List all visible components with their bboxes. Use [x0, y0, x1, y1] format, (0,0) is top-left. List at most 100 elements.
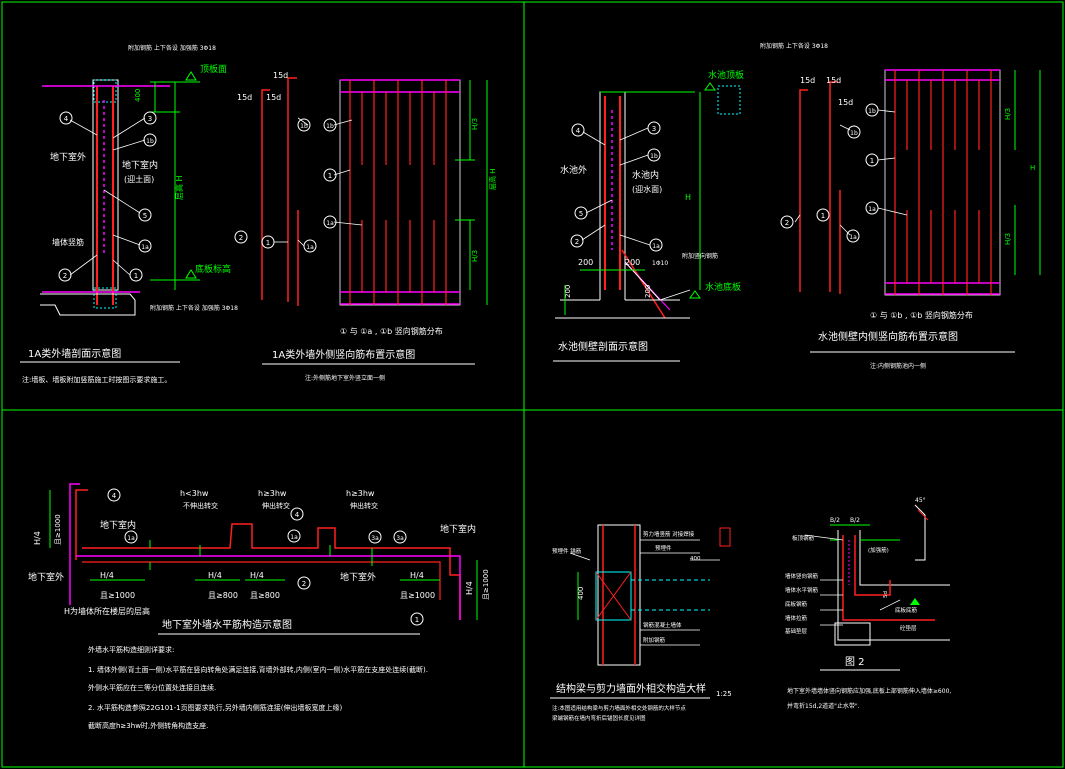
leaders: [804, 534, 901, 626]
leaders: [581, 127, 691, 301]
title: 1A类外墙外侧竖向筋布置示意图: [272, 348, 415, 361]
label-15d-2: 15d: [826, 76, 841, 85]
callouts: 4 3 1b 5 1a 2 1: [58, 111, 157, 282]
bottom-hatch: [93, 287, 117, 309]
panel-beam-wall-detail: 400 剪力墙竖筋 对接焊接 预埋件 预埋件 锚筋 400 钢筋混凝土墙体 附加…: [550, 524, 732, 722]
footing: [834, 622, 871, 646]
bar-2: [799, 89, 808, 292]
note: 注:墙板、墙板附加竖筋施工时按图示要求施工。: [22, 375, 171, 384]
ge1000-a: 且≥1000: [100, 591, 135, 600]
callout-1-b: 1: [870, 157, 874, 165]
callout-1b-a: 1b: [300, 123, 308, 130]
callout-5: 5: [143, 212, 147, 220]
embed-plate: [595, 571, 632, 621]
callouts: 1b 1 2 1a 1b 1 1a: [234, 118, 337, 253]
panel-pool-wall-section: 4 3 1b 5 2 1a 附加钢筋 上下各设 3Φ18 水池顶板 水池外 水池…: [553, 42, 828, 362]
label-1: 预埋件: [655, 544, 672, 552]
callout-1a-b: 1a: [868, 206, 876, 213]
dim-h-label: H: [1030, 164, 1035, 172]
callout-1a-b: 1a: [326, 220, 334, 227]
title: 水池侧壁剖面示意图: [558, 340, 648, 353]
callout-1b-a: 1b: [850, 130, 858, 137]
h-lt-sub: 不伸出转交: [183, 501, 218, 510]
callout-1a: 1a: [141, 244, 149, 251]
panel-horizontal-rebar: 4 1a 4 1a 2 3a 3a 1 h<3hw 不伸出转交 h≥3hw 伸出…: [28, 483, 490, 730]
callout-1-a: 1: [821, 212, 825, 220]
outside-label-2: 地下室外: [340, 571, 376, 583]
ge800-c: 且≥800: [250, 591, 280, 600]
title: 图 2: [845, 656, 865, 668]
title: 水池侧壁内侧竖向筋布置示意图: [818, 330, 958, 343]
rebar-l: [842, 535, 935, 621]
label-15d-1: 15d: [237, 93, 252, 102]
callouts: 1b 1 2 1a 1b 1 1a: [780, 103, 879, 243]
ge1000-right: 且≥1000: [482, 569, 490, 600]
label-5: 附加钢筋: [643, 636, 666, 644]
bottom-slab-outline: [40, 293, 136, 316]
bar-1b-outer: [287, 77, 297, 302]
panel-vertical-rebar-1a: 1b 1 2 1a 1b 1 1a 15d 15d 15d 层高 H H/3 H…: [234, 71, 497, 382]
top-floor-label: 水池顶板: [708, 69, 744, 81]
requirement-2: 2. 水平筋构造参照22G101-1页图要求执行,另外墙内侧筋连接(伸出墙板宽度…: [88, 703, 343, 712]
dim-400: 400: [134, 89, 142, 102]
callout-1-a: 1: [266, 239, 270, 247]
inside-label: 水池内: [632, 169, 659, 181]
callout-1b-b: 1b: [868, 108, 876, 115]
h-ge2-sub: 伸出转交: [350, 501, 378, 510]
label-4: 钢筋混凝土墙体: [643, 621, 682, 629]
label-2: 墙体竖向钢筋: [785, 572, 819, 580]
dim-h3-label-b: H/3: [471, 250, 479, 262]
inside-sub-label: (迎土面): [124, 174, 154, 184]
dim-h-label: H: [685, 193, 691, 202]
bar-1b: [829, 81, 838, 292]
leaders: [274, 117, 363, 247]
requirement-2b: 截断高度h≥3hw时,外侧转角构造支座.: [88, 721, 208, 730]
dim-45: 45°: [915, 497, 926, 504]
hook-bar: [917, 509, 929, 521]
callout-1b: 1b: [650, 153, 658, 160]
outside-label-1: 地下室外: [28, 571, 64, 583]
callout-3: 3: [148, 115, 152, 123]
note-1: 地下室外墙墙体竖向钢筋应加强,底板上部钢筋伸入墙体≥600,: [787, 687, 951, 695]
anchor-label: 墙体竖筋: [52, 237, 84, 247]
right-label-1: 底板底筋: [895, 606, 918, 614]
dim-200-b: 200: [625, 258, 640, 267]
bar-2: [261, 89, 270, 300]
bottom-floor-label: 水池底板: [705, 281, 741, 293]
title: 1A类外墙剖面示意图: [28, 347, 121, 360]
inside-sub-label: (迎水面): [632, 184, 662, 194]
dim-400: 400: [577, 587, 585, 600]
h-ge2-label: h≥3hw: [346, 489, 375, 498]
callout-1-b: 1: [328, 172, 332, 180]
ge1000-left: 且≥1000: [54, 514, 62, 545]
note: 注:内侧钢筋池内一侧: [870, 362, 926, 370]
small-section: [719, 527, 731, 547]
horizontal-bar-inner: [82, 523, 461, 620]
dim-h: 层高 H: [174, 175, 184, 200]
dim-1phi10: 1Φ10: [652, 260, 668, 267]
inside-label-1: 地下室内: [100, 519, 136, 531]
bottom-floor-label: 底板标高: [195, 263, 231, 275]
panel-figure-2: B/2 B/2 45° 板顶钢筋 (加强筋) 墙体竖向钢筋 墙体水平钢筋 底板钢…: [785, 497, 951, 710]
callout-1: 1: [415, 616, 419, 624]
outside-label: 地下室外: [50, 151, 86, 163]
legend: ① 与 ①b , ①b 竖向钢筋分布: [870, 310, 973, 320]
embed-cross: [595, 571, 632, 621]
requirement-1: 1. 墙体外侧(背土面一侧)水平筋在竖向转角处满足连接,背墙外部转,内侧(室内一…: [88, 665, 428, 674]
wall-outline-inner: [859, 530, 950, 586]
dim-200-d: 200: [644, 285, 652, 298]
scale: 1:25: [716, 690, 732, 698]
note-top: 附加钢筋 上下各设 加强筋 3Φ18: [128, 44, 216, 52]
right-label-5d: 5d: [883, 591, 889, 598]
h4-c: H/4: [250, 571, 264, 580]
callout-1a: 1a: [652, 243, 660, 250]
left-vertical-bar: [69, 483, 80, 605]
h4-right: H/4: [465, 581, 474, 595]
sub-note: H为墙体所在楼层的层高: [64, 606, 150, 616]
ge800-b: 且≥800: [208, 591, 238, 600]
h-ge1-label: h≥3hw: [258, 489, 287, 498]
